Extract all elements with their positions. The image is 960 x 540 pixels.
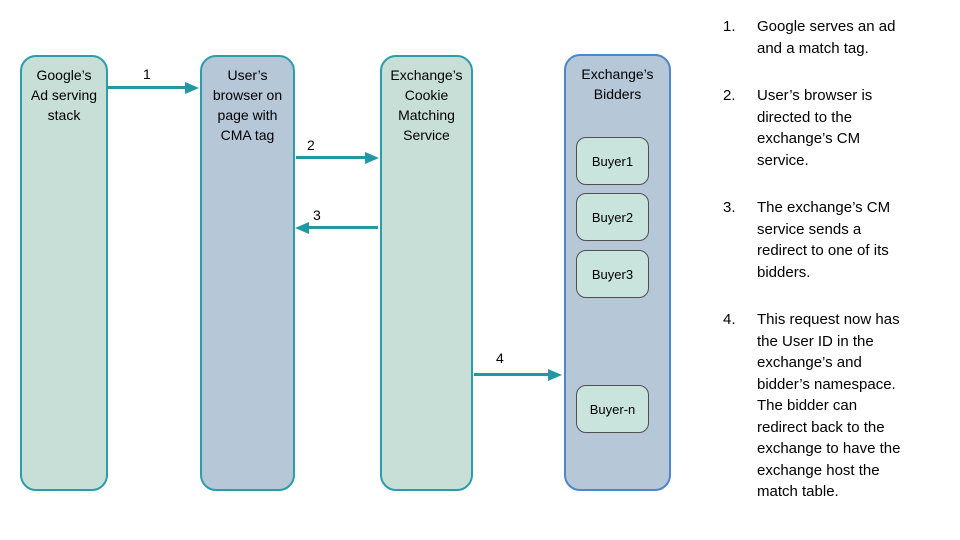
steps-list: 1. Google serves an ad and a match tag. … xyxy=(723,16,943,529)
arrowhead-right-icon xyxy=(365,151,379,164)
buyer-box: Buyer3 xyxy=(576,250,649,298)
arrowhead-right-icon xyxy=(185,81,199,94)
step-item-3: 3. The exchange’s CM service sends a red… xyxy=(723,197,943,283)
node-exchange-bidders: Exchange’s Bidders Buyer1 Buyer2 Buyer3 … xyxy=(564,54,671,491)
step-number: 2. xyxy=(723,87,736,104)
buyer-box: Buyer2 xyxy=(576,193,649,241)
arrow-1-number: 1 xyxy=(143,66,151,82)
arrowhead-right-icon xyxy=(548,368,562,381)
arrow-browser-to-cm xyxy=(296,151,379,164)
buyer-label: Buyer3 xyxy=(591,266,634,282)
node-cm-label: Exchange’s Cookie Matching Service xyxy=(390,67,463,143)
buyer-box: Buyer1 xyxy=(576,137,649,185)
node-google-label: Google’s Ad serving stack xyxy=(30,67,98,123)
buyer-label: Buyer1 xyxy=(591,153,634,169)
step-text: Google serves an ad and a match tag. xyxy=(757,18,896,57)
step-text: This request now has the User ID in the … xyxy=(757,311,901,500)
step-item-4: 4. This request now has the User ID in t… xyxy=(723,309,943,503)
arrow-google-to-browser xyxy=(108,81,199,94)
step-item-2: 2. User’s browser is directed to the exc… xyxy=(723,85,943,171)
node-browser-label: User’s browser on page with CMA tag xyxy=(212,67,283,143)
arrow-2-number: 2 xyxy=(307,137,315,153)
arrow-4-number: 4 xyxy=(496,350,504,366)
buyer-label: Buyer2 xyxy=(591,209,634,225)
step-item-1: 1. Google serves an ad and a match tag. xyxy=(723,16,943,59)
step-number: 1. xyxy=(723,18,736,35)
buyer-box: Buyer-n xyxy=(576,385,649,433)
node-google-ad-serving-stack: Google’s Ad serving stack xyxy=(20,55,108,491)
arrow-3-number: 3 xyxy=(313,207,321,223)
node-cookie-matching-service: Exchange’s Cookie Matching Service xyxy=(380,55,473,491)
node-user-browser: User’s browser on page with CMA tag xyxy=(200,55,295,491)
arrow-cm-to-bidders xyxy=(474,368,562,381)
step-text: User’s browser is directed to the exchan… xyxy=(757,87,873,169)
step-text: The exchange’s CM service sends a redire… xyxy=(757,199,891,281)
buyer-label: Buyer-n xyxy=(589,401,636,417)
arrow-cm-to-browser xyxy=(295,221,378,234)
step-number: 3. xyxy=(723,199,736,216)
step-number: 4. xyxy=(723,311,736,328)
arrowhead-left-icon xyxy=(295,221,309,234)
node-bidders-label: Exchange’s Bidders xyxy=(581,66,654,102)
